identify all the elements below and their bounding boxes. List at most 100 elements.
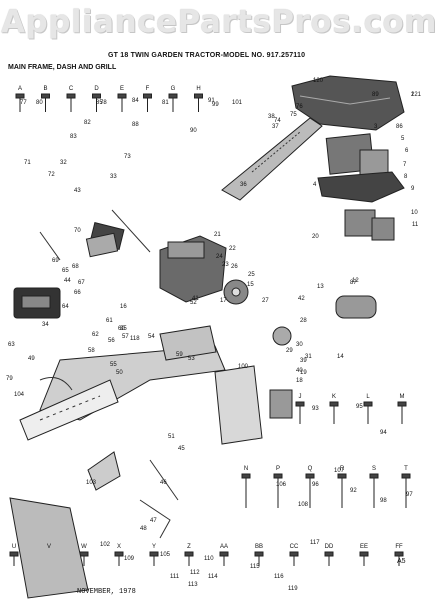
hardware-letter: D <box>94 86 99 92</box>
part-callout: 89 <box>372 92 379 98</box>
watermark: AppliancePartsPros.com <box>1 4 437 40</box>
part-callout: 114 <box>208 574 218 580</box>
part-callout: 102 <box>100 542 111 548</box>
bolt-icon <box>219 551 229 566</box>
part-callout: 60 <box>118 326 125 332</box>
part-callout: 15 <box>247 282 254 288</box>
engine-head <box>167 241 205 259</box>
part-callout: 110 <box>204 556 214 562</box>
footer-date: NOVEMBER, 1978 <box>77 588 136 596</box>
part-callout: 11 <box>412 222 419 228</box>
hardware-letter: DD <box>325 544 334 550</box>
part-callout: 119 <box>288 586 298 592</box>
part-callout: 105 <box>160 552 171 558</box>
hood-inner <box>299 95 391 105</box>
diagram-subtitle: MAIN FRAME, DASH AND GRILL <box>8 64 117 71</box>
part-callout: 40 <box>296 368 303 374</box>
screen <box>85 232 119 258</box>
part-callout: 7 <box>403 162 407 168</box>
part-callout: 29 <box>286 348 293 354</box>
bolt-icon <box>324 551 334 566</box>
part-callout: 65 <box>62 268 69 274</box>
part-callout: 41 <box>192 296 199 302</box>
front-plate <box>9 497 89 599</box>
part-callout: 84 <box>132 98 139 104</box>
hardware-letter: A <box>18 86 22 92</box>
grill-insert <box>269 389 293 419</box>
part-callout: 4 <box>313 182 317 188</box>
part-callout: 61 <box>106 318 113 324</box>
bolt-icon <box>241 473 251 508</box>
hardware-letter: Z <box>187 544 191 550</box>
bolt-icon <box>305 473 315 508</box>
bolt-icon <box>359 551 369 566</box>
part-callout: 31 <box>305 354 312 360</box>
hardware-letter: V <box>47 544 51 550</box>
bolt-icon <box>92 93 101 112</box>
part-callout: 50 <box>116 370 123 376</box>
rear-frame-plate <box>214 365 263 445</box>
bolt-icon <box>329 401 339 424</box>
part-callout: 3 <box>374 124 378 130</box>
lower-linkage <box>139 499 171 539</box>
part-callout: 19 <box>300 370 307 376</box>
part-callout: 18 <box>296 378 303 384</box>
hardware-letter: T <box>404 466 408 472</box>
part-callout: 10 <box>411 210 418 216</box>
page-code: A5 <box>397 558 406 565</box>
side-panel <box>221 117 323 201</box>
part-callout: 90 <box>190 128 197 134</box>
part-callout: 73 <box>124 154 131 160</box>
part-callout: 71 <box>24 160 31 166</box>
part-callout: 63 <box>8 342 15 348</box>
hardware-letter: N <box>244 466 248 472</box>
part-callout: 52 <box>190 300 197 306</box>
bolt-icon <box>149 551 159 566</box>
bolt-icon <box>66 93 76 112</box>
dash-gauge <box>21 295 51 309</box>
hardware-letter: E <box>120 86 124 92</box>
hardware-letter: C <box>69 86 74 92</box>
part-callout: 75 <box>290 112 297 118</box>
diagram-title: GT 18 TWIN GARDEN TRACTOR-MODEL NO. 917.… <box>108 52 306 59</box>
part-callout: 81 <box>162 100 169 106</box>
hardware-letter: F <box>146 86 150 92</box>
part-callout: 30 <box>296 342 303 348</box>
part-callout: 91 <box>208 98 215 104</box>
part-callout: 14 <box>337 354 344 360</box>
part-callout: 74 <box>274 118 281 124</box>
part-callout: 58 <box>88 348 95 354</box>
part-callout: 112 <box>190 570 200 576</box>
bolt-icon <box>273 473 283 508</box>
part-callout: 85 <box>96 100 103 106</box>
part-callout: 82 <box>84 120 91 126</box>
shift-rod <box>39 231 61 261</box>
part-callout: 47 <box>150 518 157 524</box>
hardware-letter: AA <box>220 544 228 550</box>
part-callout: 116 <box>274 574 284 580</box>
part-callout: 103 <box>86 480 97 486</box>
part-callout: 17 <box>220 298 227 304</box>
hood <box>291 75 405 131</box>
bolt-icon <box>337 473 347 508</box>
part-callout: 121 <box>411 92 422 98</box>
part-callout: 5 <box>401 136 405 142</box>
part-callout: 21 <box>214 232 221 238</box>
part-callout: 44 <box>64 278 71 284</box>
part-callout: 20 <box>312 234 319 240</box>
bolt-icon <box>369 473 379 508</box>
part-callout: 22 <box>229 246 236 252</box>
part-callout: 68 <box>72 264 79 270</box>
part-callout: 104 <box>14 392 25 398</box>
part-callout: 101 <box>232 100 243 106</box>
hardware-letter: R <box>340 466 345 472</box>
part-callout: 55 <box>110 362 117 368</box>
part-callout: 33 <box>110 174 117 180</box>
part-callout: 34 <box>42 322 49 328</box>
part-callout: 92 <box>350 488 357 494</box>
part-callout: 6 <box>405 148 409 154</box>
part-callout: 8 <box>404 174 408 180</box>
part-callout: 48 <box>140 526 147 532</box>
part-callout: 49 <box>28 356 35 362</box>
